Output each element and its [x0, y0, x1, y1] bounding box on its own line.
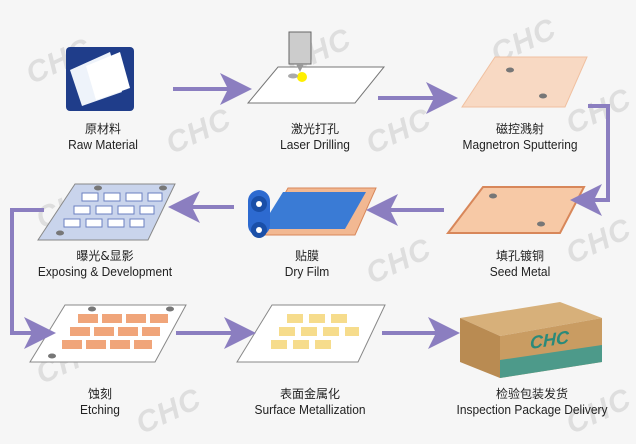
step-en: Magnetron Sputtering	[462, 137, 578, 152]
step-cn: 激光打孔	[290, 122, 339, 136]
step-en: Inspection Package Delivery	[456, 402, 608, 417]
step-cn: 填孔镀铜	[495, 249, 544, 263]
etching-image	[29, 304, 187, 363]
raw-material-image	[66, 47, 134, 111]
step-en: Seed Metal	[489, 264, 551, 279]
step-en: Surface Metallization	[254, 402, 366, 417]
flow-arrows	[10, 73, 610, 349]
step-cn: 表面金属化	[279, 387, 340, 401]
exposing-development-image	[37, 183, 176, 241]
step-cn: 贴膜	[294, 249, 319, 263]
step-en: Etching	[80, 402, 120, 417]
surface-metallization-image	[236, 304, 386, 363]
step-en: Laser Drilling	[280, 137, 350, 152]
step-cn: 原材料	[84, 122, 121, 136]
step-en: Raw Material	[68, 137, 138, 152]
step-cn: 曝光&显影	[76, 249, 134, 263]
step-cn: 磁控溅射	[495, 122, 544, 136]
step-en: Exposing & Development	[37, 264, 173, 279]
step-cn: 检验包装发货	[495, 387, 568, 401]
magnetron-sputtering-image	[461, 56, 588, 108]
laser-drilling-image	[246, 31, 386, 104]
dry-film-image	[248, 187, 377, 238]
step-en: Dry Film	[284, 264, 330, 279]
step-cn: 蚀刻	[87, 387, 112, 401]
package-box-image	[460, 302, 602, 378]
seed-metal-image	[445, 186, 586, 234]
